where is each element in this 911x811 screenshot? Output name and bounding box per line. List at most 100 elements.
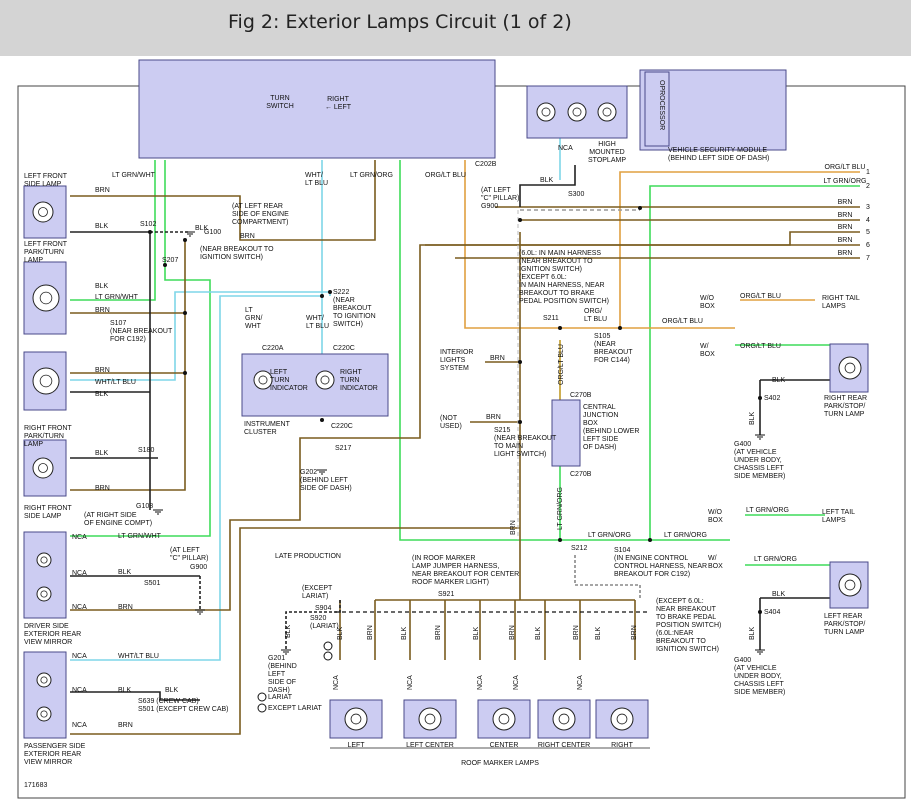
ground-symbol-5: [755, 434, 765, 440]
left-front-side-lamp-bulb: [32, 201, 54, 223]
wire-brn-driver-mirror: [70, 231, 860, 611]
wire-color-label-25: ORG/LT BLU: [740, 293, 781, 300]
edge-wire-pin-5: 5: [866, 229, 870, 236]
wire-color-label-8: BRN: [95, 367, 110, 374]
passenger-mirror-lamp-1-filament: [40, 676, 48, 684]
s211-label: S211: [543, 315, 559, 322]
splice-dot-12: [638, 206, 642, 210]
stoplamp-bulb-3-filament: [602, 107, 612, 117]
legend-circle-2: [257, 703, 267, 713]
roof-lamp-name-2: LEFT CENTER: [406, 742, 454, 749]
roof-lamp-bulb-5: [610, 707, 634, 731]
roof-lamp-name-3: CENTER: [490, 742, 519, 749]
wire-label-blk-g400-a: BLK: [749, 411, 756, 425]
wire-color-label-30: LT GRN/ORG: [746, 507, 789, 514]
wire-color-label-15: BRN: [118, 604, 133, 611]
ground-symbol-4: [281, 649, 291, 655]
wire-label-blk-g400-b: BLK: [749, 626, 756, 640]
roof-wire-label-1: BRN: [367, 625, 374, 640]
legend-circle-1: [257, 692, 267, 702]
stoplamp-bulb-2-filament: [572, 107, 582, 117]
wire-color-label-39: NCA: [72, 604, 87, 611]
right-left-label: RIGHT← LEFT: [325, 96, 352, 111]
wire-color-label-11: BLK: [95, 450, 109, 457]
wire-label-blk-g201: BLK: [285, 624, 292, 638]
roof-wire-label-4: BLK: [473, 626, 480, 640]
wires: [70, 120, 860, 749]
s402-label: S402: [764, 395, 780, 402]
left-turn-indicator-bulb-filament: [258, 375, 268, 385]
wire-color-label-37: NCA: [72, 534, 87, 541]
splice-dot-17: [758, 610, 762, 614]
wire-color-label-0: LT GRN/WHT: [112, 172, 156, 179]
left-front-park-turn-bulb-filament: [39, 291, 53, 305]
wire-color-label-10: BLK: [95, 391, 109, 398]
edge-wire-label-4: BRN: [838, 212, 853, 219]
wire-color-label-7: BRN: [95, 307, 110, 314]
left-rear-lamp-bulb: [838, 573, 862, 597]
g900-top-label: (AT LEFT"C" PILLAR)G900: [481, 187, 519, 210]
roof-circle-2: [323, 651, 333, 661]
wire-color-label-22: BRN: [490, 355, 505, 362]
wire-label-lt-grn-org-vertical: LT GRN/ORG: [557, 487, 564, 530]
edge-wire-pin-7: 7: [866, 255, 870, 262]
right-front-park-turn-bulb: [32, 367, 60, 395]
wire-blk-g900-top: [519, 165, 576, 207]
splice-dot-10: [558, 326, 562, 330]
c220a-label: C220A: [262, 345, 284, 352]
wire-color-label-19: LT GRN/ORG: [350, 172, 393, 179]
driver-mirror-box: [23, 531, 67, 619]
components: [23, 59, 869, 739]
wire-brn-right-front: [70, 240, 186, 491]
wire-color-label-36: ORG/LT BLU: [584, 308, 607, 323]
processor-label: OPROCESSOR: [658, 80, 665, 130]
wire-blk-g201: [285, 600, 341, 650]
passenger-mirror-lamp-1: [36, 672, 52, 688]
splice-dot-13: [558, 538, 562, 542]
wire-color-label-21: BLK: [540, 177, 554, 184]
splice-dot-16: [758, 396, 762, 400]
c202b-label: C202B: [475, 161, 497, 168]
wire-color-label-35: WHT/LT BLU: [305, 172, 328, 187]
wire-color-label-4: BLK: [195, 225, 209, 232]
wire-color-label-13: LT GRN/WHT: [118, 533, 162, 540]
g108-label: G108: [136, 503, 153, 510]
wire-color-label-27: BLK: [772, 377, 786, 384]
s639-label: S639 (CREW CAB)S501 (EXCEPT CREW CAB): [138, 698, 229, 713]
roof-lamp-name-4: RIGHT CENTER: [538, 742, 590, 749]
s102-label: S102: [140, 221, 156, 228]
splice-dot-0: [148, 230, 152, 234]
s300-label: S300: [568, 191, 584, 198]
legend-except-lariat: EXCEPT LARIAT: [268, 705, 323, 712]
right-turn-indicator-bulb: [315, 370, 335, 390]
s921-label: S921: [438, 591, 454, 598]
splice-dot-6: [320, 294, 324, 298]
wire-color-label-24: ORG/LT BLU: [662, 318, 703, 325]
wire-color-label-44: BLK: [165, 687, 179, 694]
wire-color-label-40: NCA: [72, 653, 87, 660]
wire-color-label-43: NCA: [558, 145, 573, 152]
roof-circle-1: [323, 641, 333, 651]
wire-color-label-23: BRN: [486, 414, 501, 421]
c220c-bottom-label: C220C: [331, 423, 353, 430]
passenger-mirror-box: [23, 651, 67, 739]
